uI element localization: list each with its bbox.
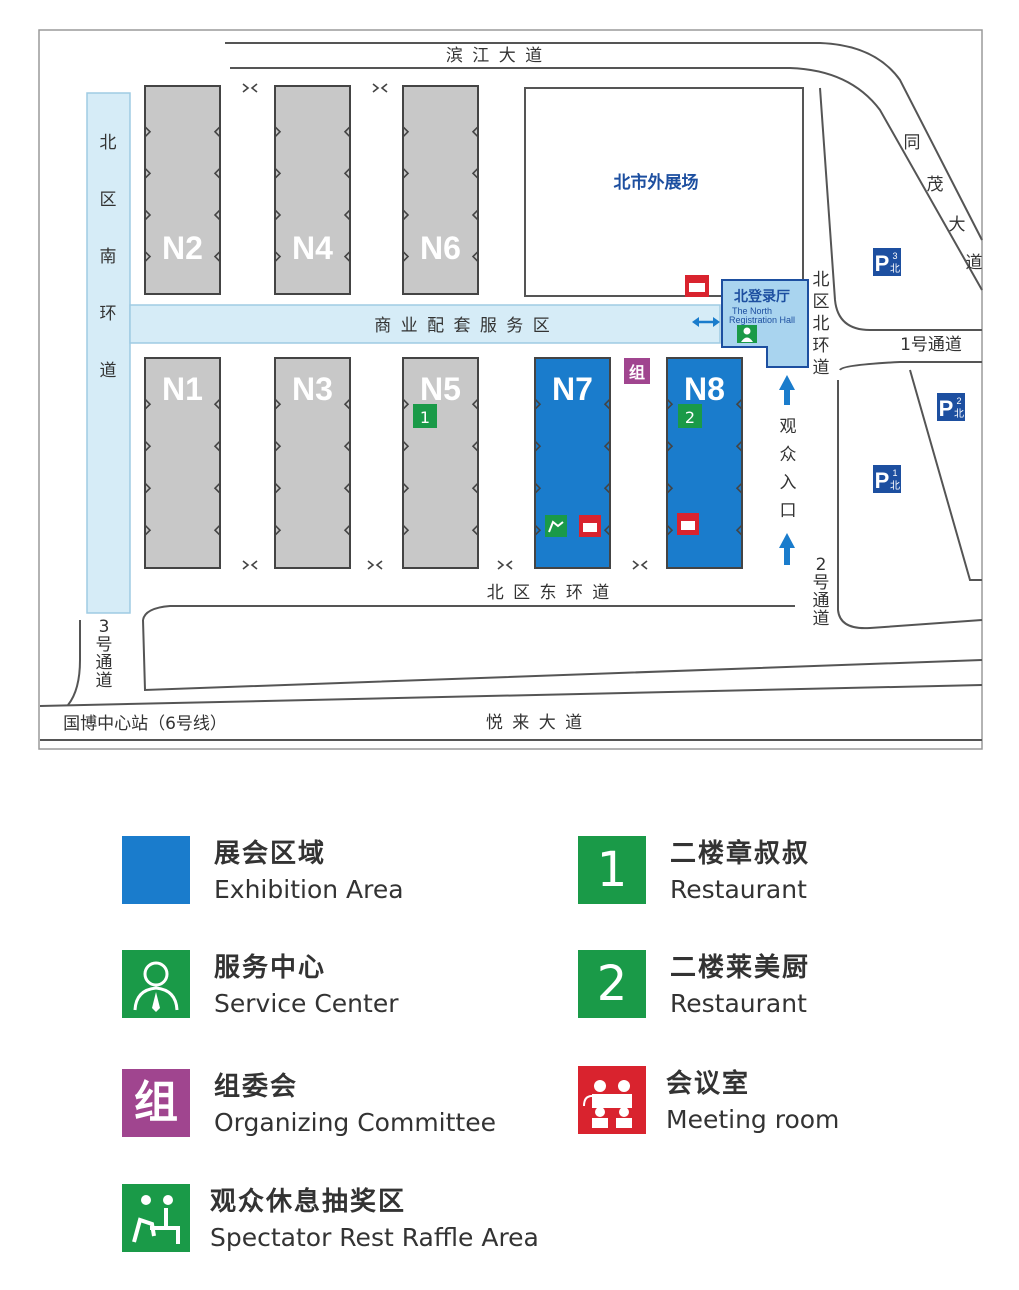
legend-cn: 服务中心 [214, 953, 327, 983]
legend-en: Meeting room [666, 1105, 840, 1134]
meeting-room-marker-n8[interactable] [677, 513, 699, 535]
hall-label: N7 [552, 371, 593, 407]
svg-text:3: 3 [892, 251, 897, 261]
hall-n1[interactable]: N1 [144, 357, 221, 569]
legend-cn: 展会区域 [214, 839, 327, 869]
registration-hall-en-2: Registration Hall [729, 315, 795, 325]
outdoor-area-label: 北市外展场 [614, 172, 699, 193]
gate-icon [372, 83, 388, 93]
svg-text:组: 组 [629, 363, 645, 382]
svg-text:P: P [875, 251, 890, 276]
restaurant-1-icon: 1 [578, 836, 646, 904]
commercial-zone-label: 商 业 配 套 服 务 区 [374, 316, 551, 336]
legend-en: Spectator Rest Raffle Area [210, 1223, 539, 1252]
legend-cn: 会议室 [666, 1069, 751, 1099]
hall-label: N8 [684, 371, 725, 407]
service-center-icon [122, 950, 190, 1018]
road-binjiang: 滨 江 大 道 [446, 46, 544, 66]
visitor-entrance-label: 观众入口 [780, 417, 797, 521]
registration-hall-cn: 北登录厅 [734, 288, 790, 305]
hall-n4[interactable]: N4 [274, 85, 351, 295]
meeting-room-icon [578, 1066, 646, 1134]
hall-label: N5 [420, 371, 461, 407]
exhibition-area-swatch [122, 836, 190, 904]
rest-raffle-icon [122, 1184, 190, 1252]
legend-en: Restaurant [670, 989, 807, 1018]
legend-cn: 二楼莱美厨 [670, 953, 811, 983]
svg-text:2: 2 [685, 408, 695, 427]
svg-text:P: P [875, 468, 890, 493]
hall-label: N6 [420, 230, 461, 266]
legend-cn: 二楼章叔叔 [670, 839, 811, 869]
svg-text:北: 北 [890, 263, 900, 275]
road-east-ring: 北 区 东 环 道 [487, 583, 612, 603]
restaurant-1-marker[interactable]: 1 [413, 404, 437, 428]
gate-icon [242, 83, 258, 93]
svg-text:1: 1 [892, 468, 897, 478]
rest-raffle-marker[interactable] [545, 515, 567, 537]
entrance-arrow-icon [779, 375, 795, 565]
metro-station-label: 国博中心站（6号线） [63, 714, 227, 734]
channel-1-label: 1号通道 [900, 335, 962, 355]
outdoor-exhibition-area [524, 87, 804, 297]
hall-label: N2 [162, 230, 203, 266]
hall-n8[interactable]: N8 [666, 357, 743, 569]
svg-text:北: 北 [890, 480, 900, 492]
road-lines [39, 42, 983, 741]
hall-n6[interactable]: N6 [402, 85, 479, 295]
committee-icon: 组 [122, 1069, 190, 1137]
hall-label: N4 [292, 230, 333, 266]
road-south-ring: 北区南环道 [100, 133, 117, 381]
legend-en: Service Center [214, 989, 399, 1018]
gate-icon [632, 560, 648, 570]
svg-text:1: 1 [420, 408, 430, 427]
legend-en: Restaurant [670, 875, 807, 904]
hall-n3[interactable]: N3 [274, 357, 351, 569]
registration-hall[interactable]: 北登录厅 The North Registration Hall [721, 279, 809, 368]
meeting-room-marker[interactable] [685, 275, 709, 297]
committee-marker[interactable]: 组 [624, 358, 650, 384]
gate-icon [497, 560, 513, 570]
restaurant-2-marker[interactable]: 2 [678, 404, 702, 428]
road-north-ring: 北区北环道 [813, 270, 830, 378]
svg-text:北: 北 [954, 408, 964, 420]
hall-n5[interactable]: N5 [402, 357, 479, 569]
gate-icon [367, 560, 383, 570]
legend-en: Organizing Committee [214, 1108, 496, 1137]
gate-icon [242, 560, 258, 570]
svg-text:2: 2 [956, 396, 961, 406]
hall-label: N3 [292, 371, 333, 407]
road-yuelai: 悦 来 大 道 [486, 713, 584, 733]
south-ring-road [86, 92, 131, 614]
legend-en: Exhibition Area [214, 875, 404, 904]
restaurant-2-icon: 2 [578, 950, 646, 1018]
legend-cn: 组委会 [214, 1072, 299, 1102]
hall-n2[interactable]: N2 [144, 85, 221, 295]
registration-hall-en-1: The North [732, 306, 772, 316]
hall-label: N1 [162, 371, 203, 407]
road-tongmao: 同茂大道 [904, 133, 983, 273]
meeting-room-marker-n7[interactable] [579, 515, 601, 537]
svg-text:P: P [939, 396, 954, 421]
legend-cn: 观众休息抽奖区 [210, 1187, 407, 1217]
commercial-service-zone [129, 304, 721, 344]
double-arrow-icon [692, 317, 720, 327]
